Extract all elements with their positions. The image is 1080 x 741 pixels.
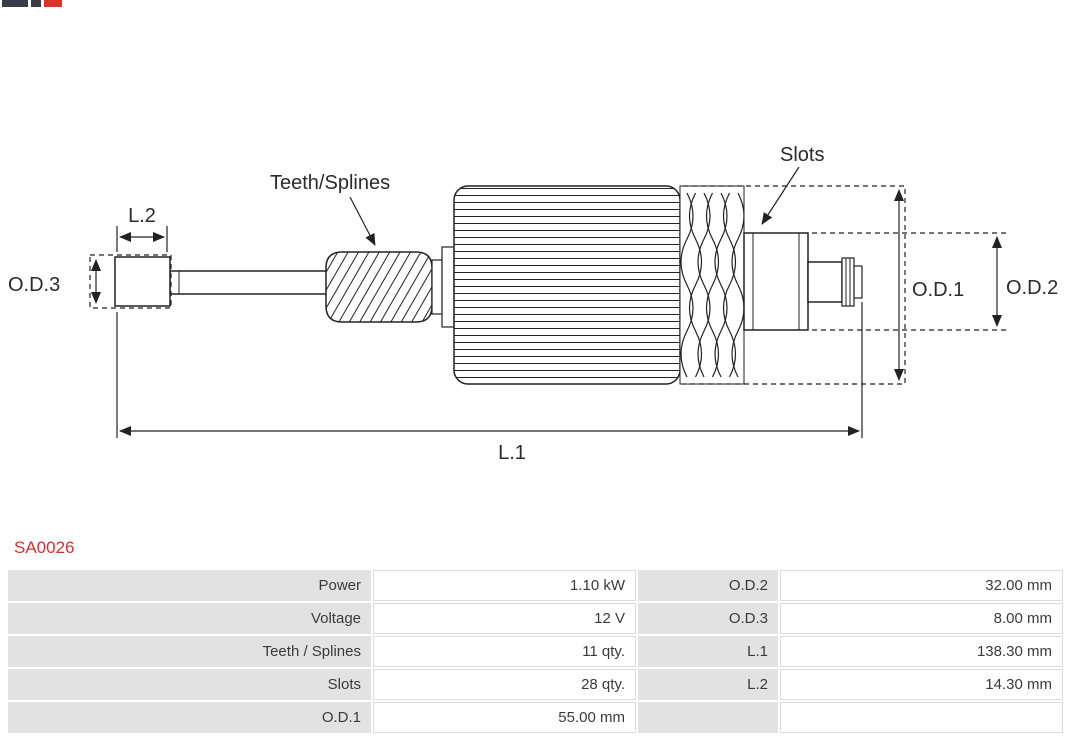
- spec-label: Slots: [8, 669, 371, 700]
- spec-value: 55.00 mm: [373, 702, 636, 733]
- collar-ring-large: [441, 246, 455, 328]
- spec-row: Power 1.10 kW: [8, 570, 636, 601]
- spec-value: 14.30 mm: [780, 669, 1063, 700]
- spline-hatching: [326, 252, 432, 322]
- logo-shape-dark: [2, 0, 28, 7]
- spec-label: [638, 702, 778, 733]
- spec-label: O.D.1: [8, 702, 371, 733]
- spec-row: L.2 14.30 mm: [638, 669, 1063, 700]
- logo-shape-red: [44, 0, 62, 7]
- shaft: [169, 270, 338, 295]
- core-laminations: [454, 186, 680, 384]
- shaft-end-stub: [853, 265, 863, 299]
- od3-label: O.D.3: [8, 274, 60, 296]
- part-number: SA0026: [14, 538, 75, 557]
- commutator: [743, 232, 809, 331]
- rear-shaft-step: [807, 261, 843, 303]
- spec-label: Voltage: [8, 603, 371, 634]
- spec-label: L.1: [638, 636, 778, 667]
- spec-value: 32.00 mm: [780, 570, 1063, 601]
- collar-ring-small: [431, 259, 443, 315]
- shaft-end-cylinder: [114, 256, 171, 307]
- diagram-labels: Teeth/Splines Slots O.D.3 L.2 O.D.1 O.D.…: [8, 144, 1058, 464]
- teeth-splines-label: Teeth/Splines: [270, 172, 390, 194]
- spec-value: 8.00 mm: [780, 603, 1063, 634]
- od1-label: O.D.1: [912, 279, 964, 301]
- spec-table: Power 1.10 kW Voltage 12 V Teeth / Splin…: [8, 570, 1080, 735]
- spec-column-left: Power 1.10 kW Voltage 12 V Teeth / Splin…: [8, 570, 636, 735]
- spec-label: Power: [8, 570, 371, 601]
- grooved-ring: [841, 257, 855, 307]
- spec-row: Slots 28 qty.: [8, 669, 636, 700]
- spec-row: O.D.1 55.00 mm: [8, 702, 636, 733]
- riser-waves: [680, 192, 745, 378]
- spec-row: O.D.3 8.00 mm: [638, 603, 1063, 634]
- spec-value: 28 qty.: [373, 669, 636, 700]
- spec-row: Voltage 12 V: [8, 603, 636, 634]
- dimension-lines: [89, 166, 1008, 438]
- od2-label: O.D.2: [1006, 277, 1058, 299]
- logo-shape-dark-small: [31, 0, 41, 7]
- l1-label: L.1: [498, 442, 526, 464]
- spec-row: L.1 138.30 mm: [638, 636, 1063, 667]
- armature-diagram: Teeth/Splines Slots O.D.3 L.2 O.D.1 O.D.…: [8, 144, 1058, 464]
- brand-logo-fragment: [2, 0, 62, 7]
- slots-label: Slots: [780, 144, 824, 166]
- spec-label: L.2: [638, 669, 778, 700]
- teeth-splines-pointer-arrow: [349, 196, 376, 246]
- armature-drawing: Teeth/Splines Slots O.D.3 L.2 O.D.1 O.D.…: [8, 144, 1058, 464]
- spec-row: [638, 702, 1063, 733]
- spec-label: Teeth / Splines: [8, 636, 371, 667]
- od3-dashed-box: [89, 254, 172, 309]
- spec-value: 11 qty.: [373, 636, 636, 667]
- od1-dashed-box: [683, 185, 906, 385]
- spec-value: 12 V: [373, 603, 636, 634]
- slots-pointer-arrow: [761, 166, 800, 225]
- spec-value: [780, 702, 1063, 733]
- spec-row: Teeth / Splines 11 qty.: [8, 636, 636, 667]
- spec-row: O.D.2 32.00 mm: [638, 570, 1063, 601]
- spec-label: O.D.2: [638, 570, 778, 601]
- spec-value: 1.10 kW: [373, 570, 636, 601]
- spec-value: 138.30 mm: [780, 636, 1063, 667]
- armature-parts: [114, 185, 863, 385]
- spec-column-right: O.D.2 32.00 mm O.D.3 8.00 mm L.1 138.30 …: [638, 570, 1063, 735]
- l2-label: L.2: [128, 205, 156, 227]
- spec-label: O.D.3: [638, 603, 778, 634]
